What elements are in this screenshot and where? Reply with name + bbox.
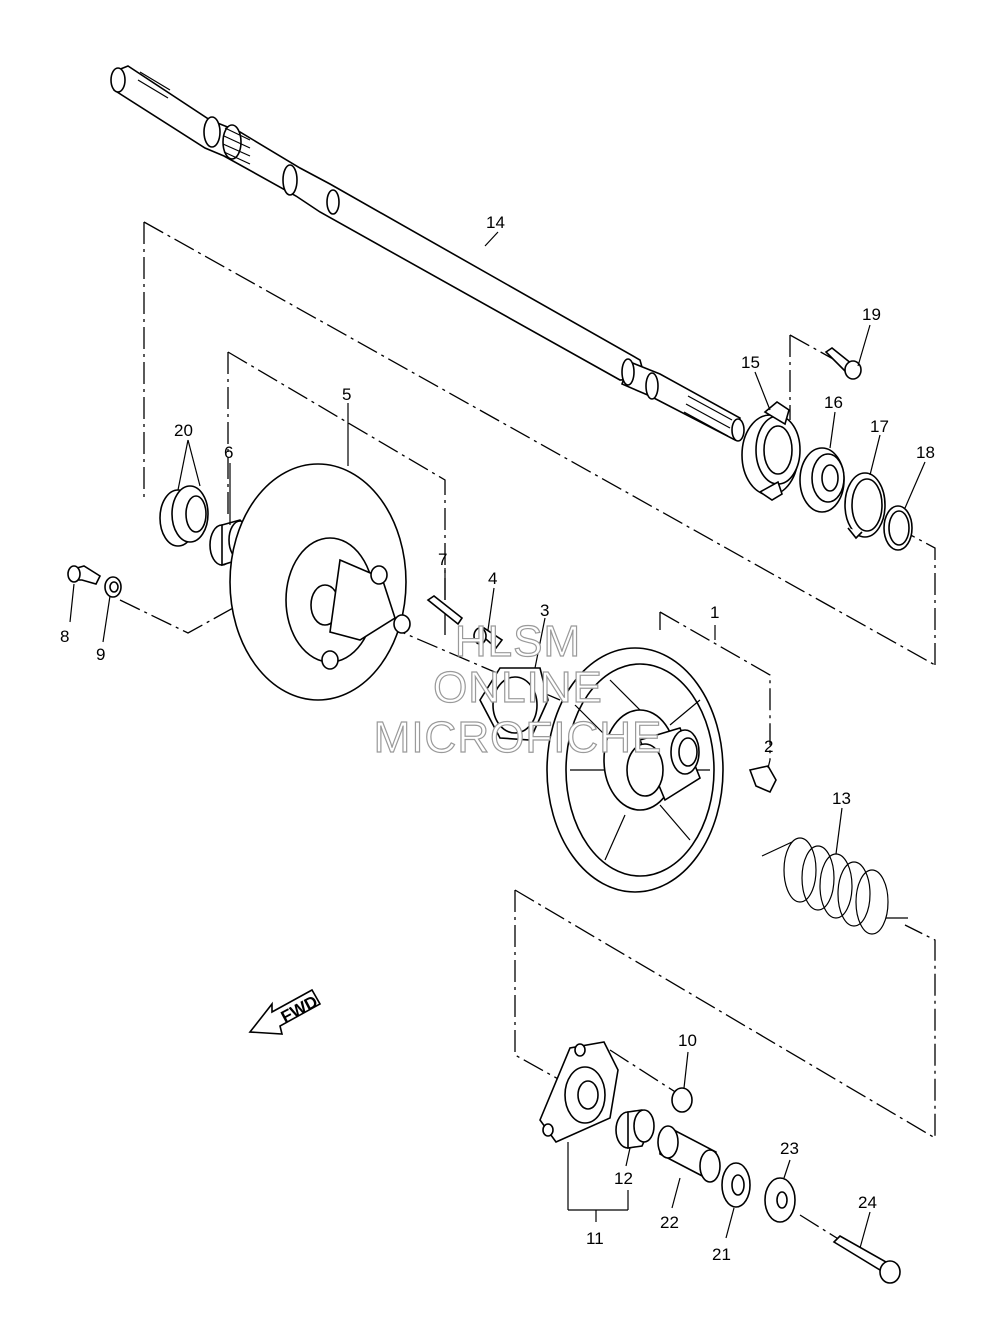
bushing-12 [615, 1109, 655, 1149]
callout-5: 5 [342, 385, 351, 404]
callout-9: 9 [96, 645, 105, 664]
movable-sheave [546, 647, 724, 893]
callout-20: 20 [174, 421, 193, 440]
fixed-sheave [229, 463, 411, 701]
callout-4: 4 [488, 569, 497, 588]
callout-6: 6 [224, 443, 233, 462]
watermark: HLSM ONLINE MICROFICHE [373, 616, 663, 762]
callout-19: 19 [862, 305, 881, 324]
collar-22 [657, 1125, 721, 1183]
callout-17: 17 [870, 417, 889, 436]
alignment-lines [119, 221, 936, 1241]
callout-12: 12 [614, 1169, 633, 1188]
callout-3: 3 [540, 601, 549, 620]
callout-11: 11 [586, 1229, 604, 1248]
callout-10: 10 [678, 1031, 697, 1050]
callout-1: 1 [710, 603, 719, 622]
callout-15: 15 [741, 353, 760, 372]
fwd-arrow: FWD [248, 988, 322, 1035]
callout-8: 8 [60, 627, 69, 646]
gasket-3 [479, 667, 549, 741]
callout-14: 14 [486, 213, 505, 232]
callout-7: 7 [438, 550, 447, 569]
washer-23 [764, 1177, 796, 1223]
leader-lines [69, 231, 926, 1249]
bearing-housing [741, 401, 801, 501]
nut-10 [671, 1087, 693, 1113]
secondary-shaft [110, 65, 745, 442]
pin-7 [426, 595, 464, 626]
callout-21: 21 [712, 1245, 731, 1264]
circlip-large [844, 472, 886, 540]
callout-18: 18 [916, 443, 935, 462]
bearing [799, 447, 845, 513]
slider-2 [748, 765, 777, 794]
callouts: 14 19 15 16 17 18 20 6 5 7 4 3 8 9 1 2 1… [60, 213, 935, 1264]
bolt-24 [832, 1235, 901, 1284]
circlip-small [883, 505, 913, 551]
washer-21 [721, 1162, 751, 1208]
callout-2: 2 [764, 737, 773, 756]
callout-22: 22 [660, 1213, 679, 1232]
watermark-line3: MICROFICHE [374, 713, 663, 762]
spring-13 [761, 837, 908, 935]
callout-23: 23 [780, 1139, 799, 1158]
washer-9 [104, 576, 122, 598]
callout-16: 16 [824, 393, 843, 412]
watermark-line1: HLSM [455, 617, 581, 666]
bolt-19 [824, 347, 862, 380]
cam-11 [539, 1041, 619, 1143]
bolt-4 [473, 627, 504, 650]
callout-24: 24 [858, 1193, 877, 1212]
callout-13: 13 [832, 789, 851, 808]
watermark-line2: ONLINE [433, 663, 603, 712]
seal-20 [159, 485, 209, 547]
bolt-8 [67, 565, 102, 585]
